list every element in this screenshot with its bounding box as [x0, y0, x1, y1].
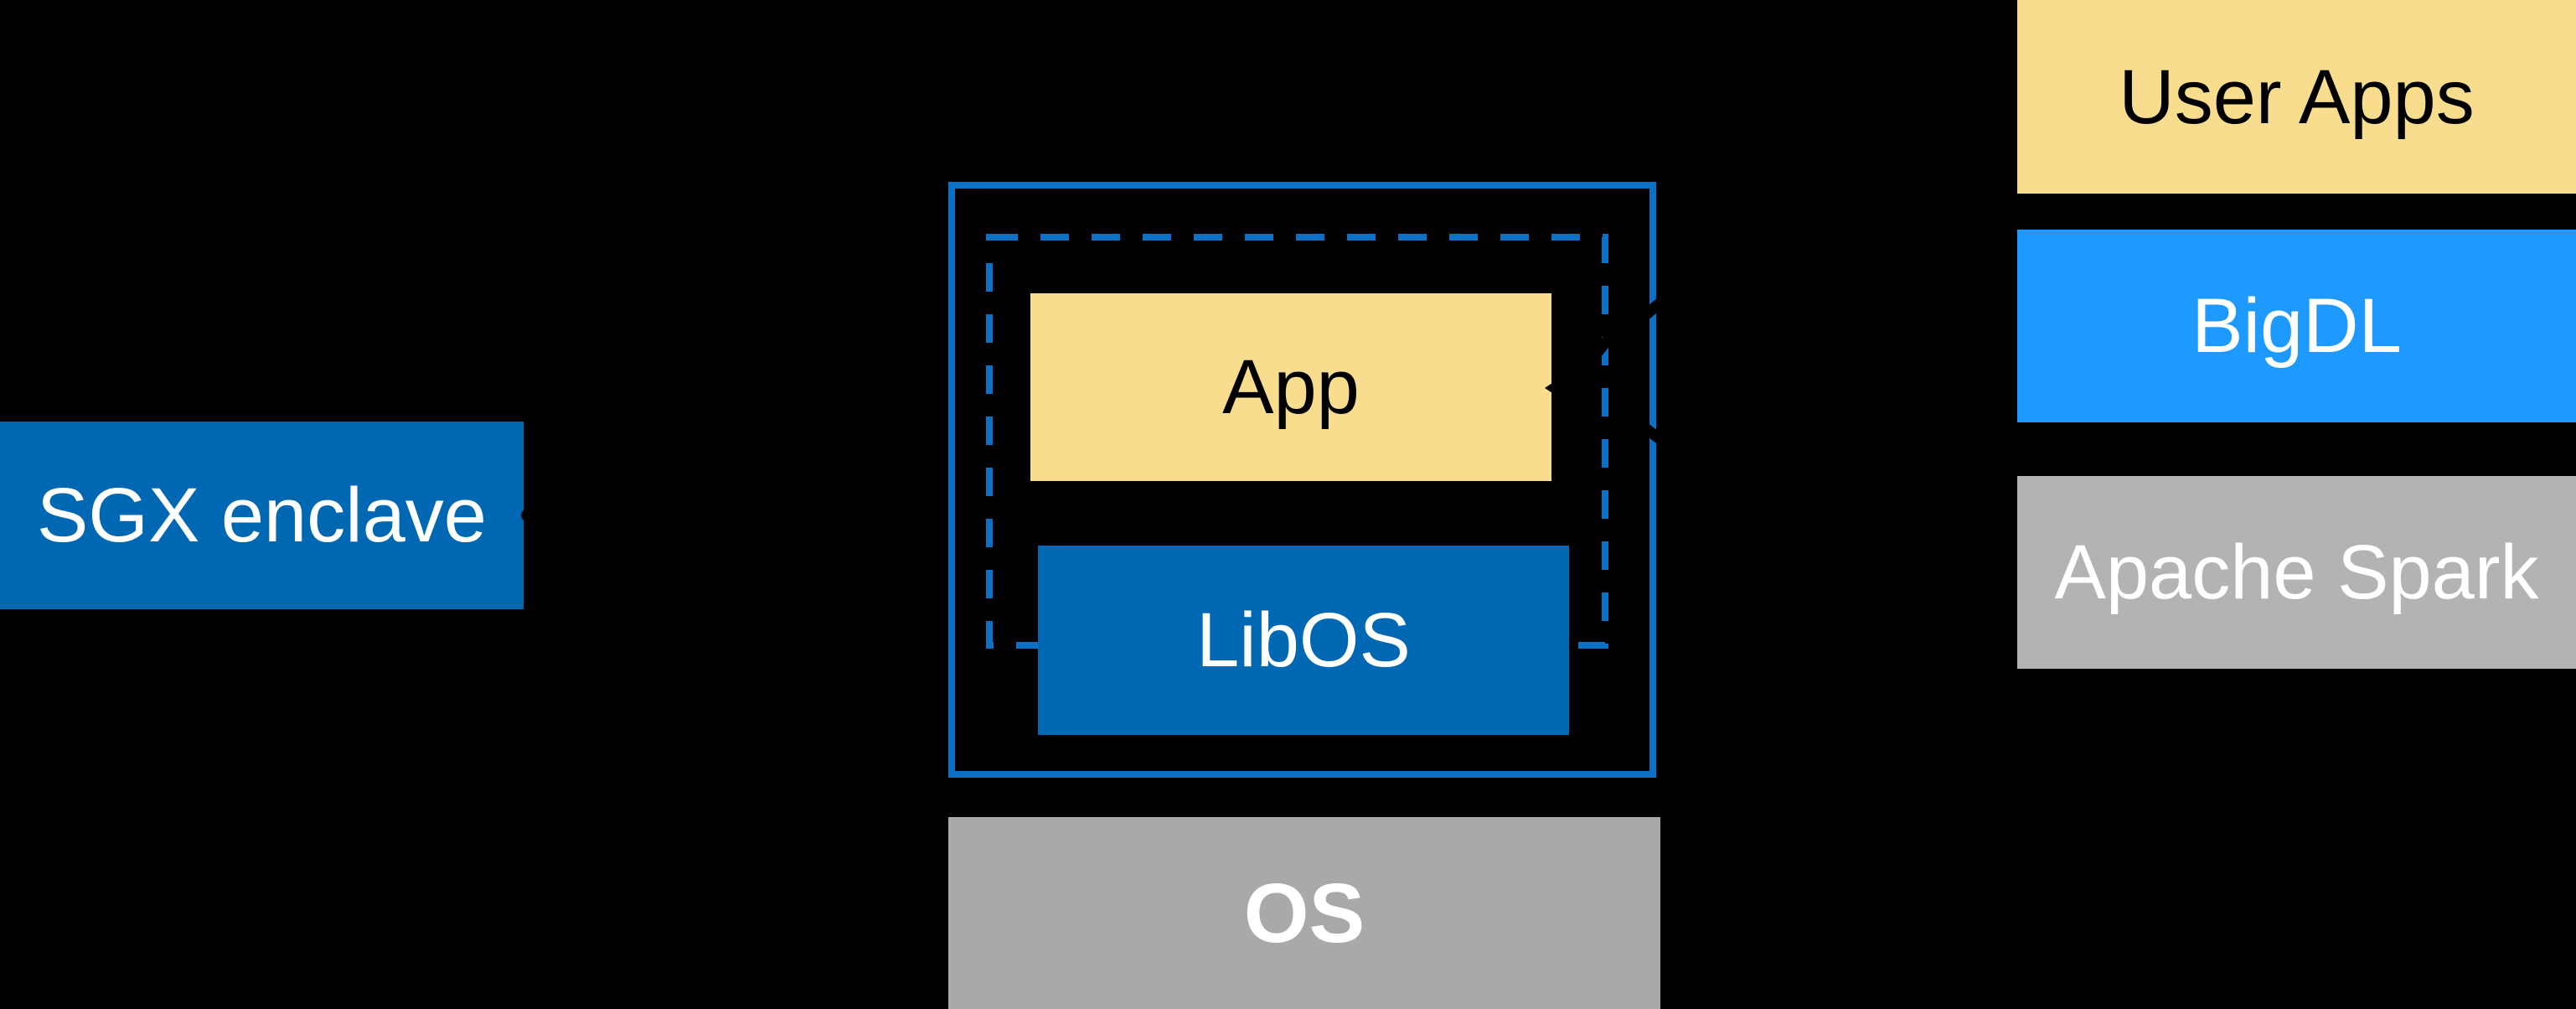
libos-label: LibOS — [1196, 598, 1411, 683]
sgx-enclave-box: SGX enclave — [0, 422, 524, 609]
user-apps-label: User Apps — [2119, 54, 2475, 140]
apache-spark-box: Apache Spark — [2017, 476, 2576, 669]
sgx-enclave-label: SGX enclave — [37, 473, 487, 558]
app-label: App — [1222, 344, 1360, 430]
bigdl-label: BigDL — [2191, 283, 2402, 369]
bigdl-box: BigDL — [2017, 230, 2576, 422]
libos-box: LibOS — [1038, 546, 1569, 735]
apache-spark-label: Apache Spark — [2054, 530, 2539, 615]
os-box: OS — [948, 817, 1660, 1009]
user-apps-box: User Apps — [2017, 0, 2576, 194]
enclave-outline-box — [948, 182, 1656, 778]
app-box: App — [1030, 293, 1551, 481]
os-label: OS — [1243, 866, 1365, 960]
